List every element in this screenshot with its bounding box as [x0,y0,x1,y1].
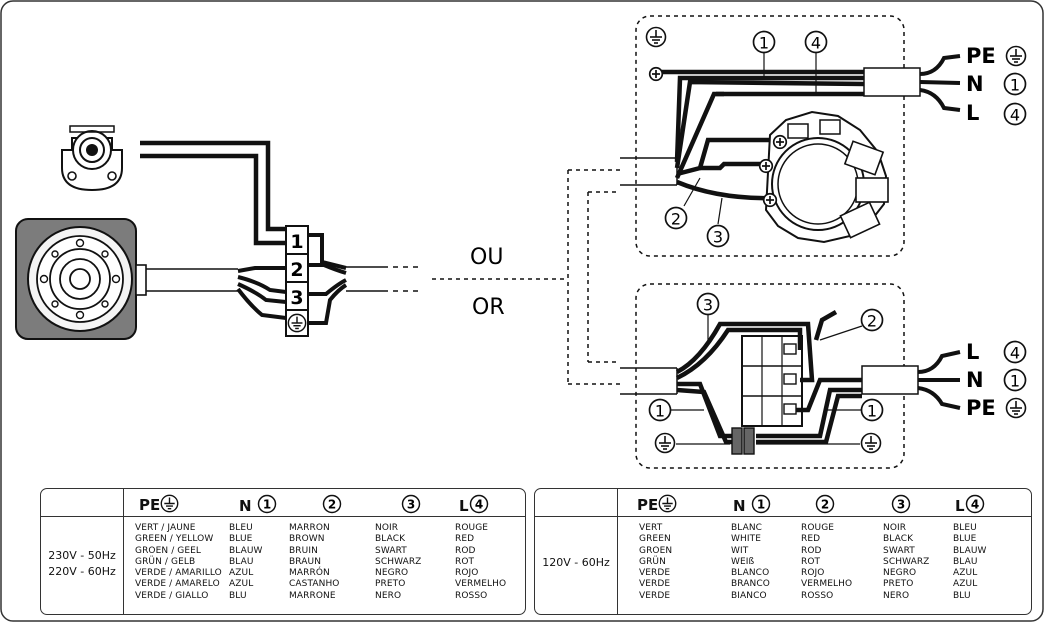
svg-text:4: 4 [970,498,978,512]
svg-text:4: 4 [811,34,821,53]
bottom-ground-icon-right [860,432,882,454]
svg-text:2: 2 [867,312,877,331]
bottom-lead-l-label: L [966,340,979,364]
top-lead-pe-ground-icon [1005,45,1027,67]
svg-text:4: 4 [474,498,482,512]
terminal-3-label: 3 [290,287,303,309]
bottom-lead-pe-ground-icon [1005,397,1027,419]
or-label-fr: OU [470,245,503,270]
supply-cable [308,233,418,325]
top-callout-1: 1 [752,30,776,54]
bottom-callout-3: 3 [696,292,720,316]
svg-text:2: 2 [671,210,681,229]
header-3: 3 [891,494,911,515]
svg-text:3: 3 [713,228,723,247]
header-n: N 1 [239,494,277,515]
bottom-lead-n-label: N [966,368,984,392]
voltage-label: 120V - 60Hz [542,556,610,569]
header-2: 2 [815,494,835,515]
alternative-connector [432,169,620,385]
svg-text:1: 1 [263,498,271,512]
top-junction-box: 1 4 2 3 PE N 1 L 4 [620,15,1027,257]
bottom-callout-1-right: 1 [860,398,884,422]
top-callout-2: 2 [664,206,688,230]
svg-text:3: 3 [407,498,415,512]
svg-text:2: 2 [328,498,336,512]
svg-text:3: 3 [703,296,713,315]
top-callout-4: 4 [804,30,828,54]
svg-text:1: 1 [757,498,765,512]
svg-text:1: 1 [867,402,877,421]
svg-text:1: 1 [655,402,665,421]
terminal-block-icon: 1 2 3 [285,225,309,337]
top-lead-l-number: 4 [1010,106,1020,125]
header-3: 3 [401,494,421,515]
top-ground-icon [645,26,667,48]
motor-cable [146,266,287,320]
terminal-1-label: 1 [290,231,303,253]
bottom-lead-pe-label: PE [966,396,996,420]
top-lead-pe-label: PE [966,44,996,68]
svg-text:2: 2 [821,498,829,512]
svg-text:1: 1 [759,34,769,53]
bottom-lead-l-number: 4 [1010,344,1020,363]
switch-cable [140,140,286,246]
bottom-callout-1-left: 1 [648,398,672,422]
header-pe: PE [139,494,179,514]
top-lead-n-label: N [966,72,984,96]
switch-terminal-icon [741,335,803,427]
header-2: 2 [322,494,342,515]
motor-icon [15,218,147,340]
bottom-lead-n-number: 1 [1010,372,1020,391]
terminal-2-label: 2 [290,259,303,281]
bottom-callout-2: 2 [860,308,884,332]
top-lead-n-number: 1 [1010,76,1020,95]
svg-text:3: 3 [897,498,905,512]
bottom-ground-icon-left [654,432,676,454]
voltage-label: 230V - 50Hz 220V - 60Hz [48,549,116,578]
bottom-junction-box: 3 2 1 1 L 4 N 1 PE [620,283,1027,469]
top-lead-l-label: L [966,101,979,125]
or-label-en: OR [472,295,505,320]
round-terminal-base-icon [758,110,889,244]
header-n: N 1 [733,494,771,515]
pressure-switch-icon [61,125,123,192]
header-pe: PE [637,494,677,514]
top-callout-3: 3 [706,224,730,248]
